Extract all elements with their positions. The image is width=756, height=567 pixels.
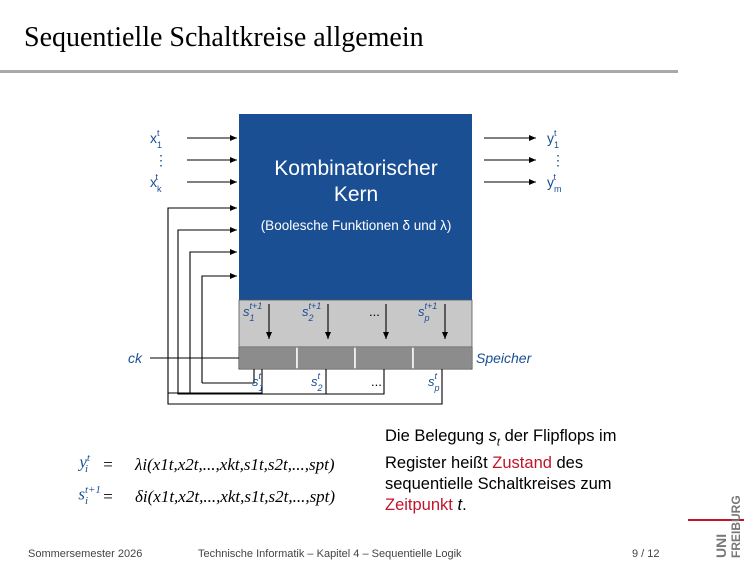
next-state-label-1: s1t+1 xyxy=(243,301,262,323)
equation-2-equals: = xyxy=(103,487,113,506)
title-divider xyxy=(0,70,678,73)
equation-1-equals: = xyxy=(103,455,113,474)
current-state-label-2: s2t xyxy=(311,371,323,393)
next-state-arrows xyxy=(266,304,448,339)
equation-1-lhs: yti xyxy=(79,452,90,476)
combinational-core-block xyxy=(239,114,472,300)
current-state-ellipsis: ... xyxy=(371,374,382,389)
next-state-area xyxy=(238,299,473,348)
register-cell-3 xyxy=(354,346,414,370)
input-label-first: x1t xyxy=(150,128,162,150)
core-title-line2: Kern xyxy=(334,183,378,206)
next-state-ellipsis: ... xyxy=(369,304,380,319)
output-arrows xyxy=(484,135,536,185)
memory-label: Speicher xyxy=(476,350,533,366)
term-zustand: Zustand xyxy=(492,454,552,473)
equation-2-lhs: st+1i xyxy=(78,484,101,508)
footer-chapter: Technische Informatik – Kapitel 4 – Sequ… xyxy=(198,548,462,560)
output-label-last: ymt xyxy=(547,172,562,194)
output-label-first: y1t xyxy=(547,128,559,150)
core-subtitle: (Boolesche Funktionen δ und λ) xyxy=(261,218,452,233)
university-logo: UNI FREIBURG xyxy=(688,495,744,558)
input-label-last: xkt xyxy=(150,172,162,194)
input-dots: ⋮ xyxy=(154,152,168,168)
next-state-label-2: s2t+1 xyxy=(302,301,321,323)
register-cell-1 xyxy=(238,346,298,370)
register-cell-4 xyxy=(412,346,473,370)
logo-text-freiburg: FREIBURG xyxy=(729,495,743,558)
clock-label: ck xyxy=(128,350,143,366)
output-dots: ⋮ xyxy=(551,152,565,168)
state-description: Die Belegung st der Flipflops im Registe… xyxy=(385,427,617,515)
input-arrows xyxy=(150,135,443,405)
current-state-label-p: spt xyxy=(428,371,440,393)
equation-2-rhs: δi(x1t,x2t,...,xkt,s1t,s2t,...,spt) xyxy=(135,487,336,506)
term-zeitpunkt: Zeitpunkt xyxy=(385,496,453,515)
footer-semester: Sommersemester 2026 xyxy=(28,548,143,560)
slide-title: Sequentielle Schaltkreise allgemein xyxy=(24,22,424,53)
equation-1-rhs: λi(x1t,x2t,...,xkt,s1t,s2t,...,spt) xyxy=(135,455,335,474)
core-title-line1: Kombinatorischer xyxy=(274,157,437,180)
next-state-label-p: spt+1 xyxy=(418,301,437,323)
sequential-circuit-diagram: Kombinatorischer Kern (Boolesche Funktio… xyxy=(128,114,565,405)
logo-text-uni: UNI xyxy=(713,534,729,558)
register-cell-2 xyxy=(296,346,356,370)
current-state-label-1: s1t xyxy=(252,371,264,393)
footer-page-number: 9 / 12 xyxy=(632,548,660,560)
